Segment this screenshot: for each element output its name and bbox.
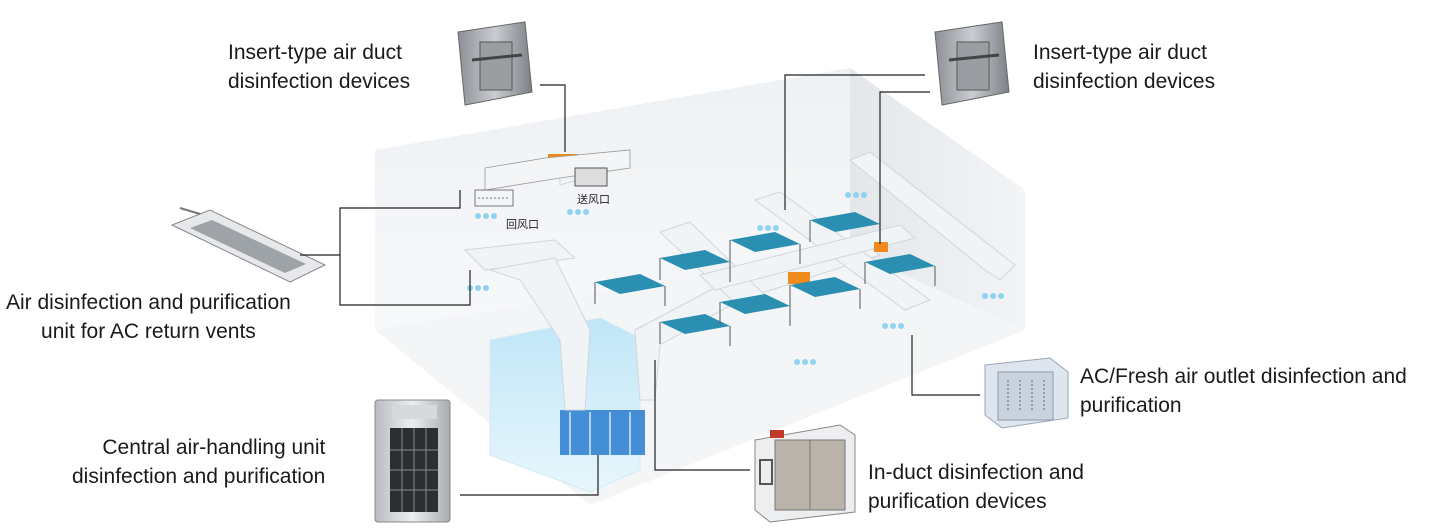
bed [789,277,861,309]
label-outlet: AC/Fresh air outlet disinfection and pur… [1080,365,1407,417]
label-duct-top-left: Insert-type air duct disinfection device… [228,41,411,93]
hospital-beds [594,212,936,346]
bed [594,274,666,306]
return-vent-label: 回风口 [506,218,539,231]
supply-vent-label: 送风口 [577,192,610,206]
duct-insert-device-right [934,21,1010,106]
return-vent-device [170,207,327,283]
label-ahu: Central air-handling unit disinfection a… [72,436,326,488]
outlet-grille-device [984,357,1069,429]
bed [719,294,791,326]
air-handling-unit [560,410,645,455]
duct-insert-device-left [457,21,533,106]
label-return-vent: Air disinfection and purification unit f… [6,291,291,343]
ahu-cabinet-device [374,399,451,523]
bed [864,254,936,286]
bed [729,232,801,264]
in-duct-device [754,424,856,523]
bed [659,314,731,346]
label-duct-top-right: Insert-type air duct disinfection device… [1033,41,1216,93]
label-in-duct: In-duct disinfection and purification de… [868,461,1084,513]
leader-lines [300,74,980,496]
vent-inset: 回风口 送风口 [474,149,631,231]
duct-network [463,149,1016,411]
bed [659,250,731,282]
airflow-droplets [467,192,1004,365]
